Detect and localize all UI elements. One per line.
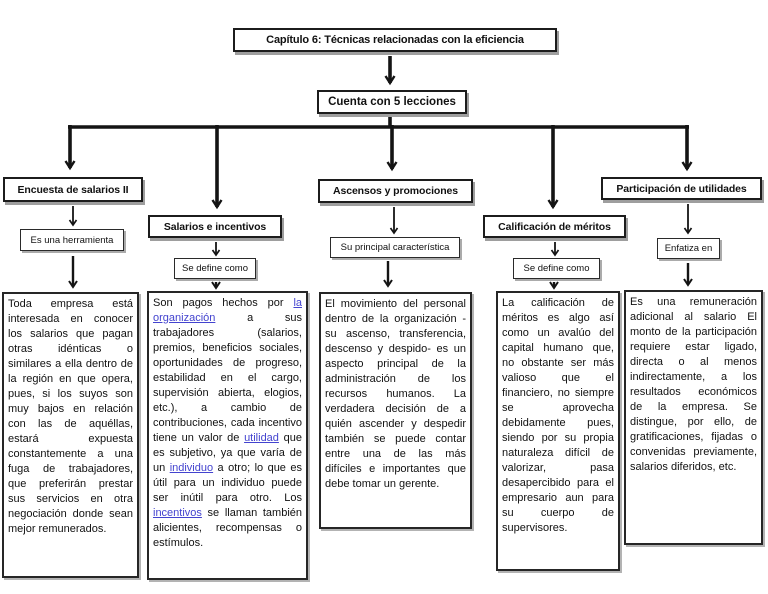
body-text: Son pagos hechos por <box>153 297 294 309</box>
body-text: Toda empresa está interesada en conocer … <box>8 298 133 535</box>
branch-body-participacion-de-utilidades: Es una remuneración adicional al salario… <box>624 290 763 545</box>
branch-sublabel-encuesta-de-salarios: Es una herramienta <box>20 229 124 251</box>
branch-header-participacion-de-utilidades: Participación de utilidades <box>601 177 762 200</box>
body-link[interactable]: incentivos <box>153 507 202 519</box>
body-text: Es una remuneración adicional al salario… <box>630 296 757 473</box>
branch-sublabel-calificacion-de-meritos: Se define como <box>513 258 600 279</box>
branch-sublabel-participacion-de-utilidades: Enfatiza en <box>657 238 720 259</box>
branch-body-calificacion-de-meritos: La calificación de méritos es algo así c… <box>496 291 620 571</box>
lessons-count-box: Cuenta con 5 lecciones <box>317 90 467 114</box>
body-text: se llaman también alicientes, recompensa… <box>153 507 302 549</box>
body-text: a sus trabajadores (salarios, premios, b… <box>153 312 302 444</box>
body-text: La calificación de méritos es algo así c… <box>502 297 614 534</box>
body-link[interactable]: utilidad <box>244 432 279 444</box>
body-text: que es subjetivo, ya que varía de un <box>153 432 302 474</box>
branch-body-salarios-e-incentivos: Son pagos hechos por la organización a s… <box>147 291 308 580</box>
body-link[interactable]: individuo <box>169 462 214 474</box>
branch-sublabel-salarios-e-incentivos: Se define como <box>174 258 256 279</box>
branch-header-ascensos-y-promociones: Ascensos y promociones <box>318 179 473 203</box>
branch-sublabel-ascensos-y-promociones: Su principal característica <box>330 237 460 258</box>
body-link[interactable]: la organización <box>153 297 302 324</box>
body-text: a otro; lo que es útil para un individuo… <box>153 462 302 504</box>
chapter-title-box: Capítulo 6: Técnicas relacionadas con la… <box>233 28 557 52</box>
branch-header-calificacion-de-meritos: Calificación de méritos <box>483 215 626 238</box>
branch-body-ascensos-y-promociones: El movimiento del personal dentro de la … <box>319 292 472 529</box>
branch-header-encuesta-de-salarios: Encuesta de salarios II <box>3 177 143 202</box>
body-text: El movimiento del personal dentro de la … <box>325 298 466 490</box>
branch-header-salarios-e-incentivos: Salarios e incentivos <box>148 215 282 238</box>
branch-body-encuesta-de-salarios: Toda empresa está interesada en conocer … <box>2 292 139 578</box>
